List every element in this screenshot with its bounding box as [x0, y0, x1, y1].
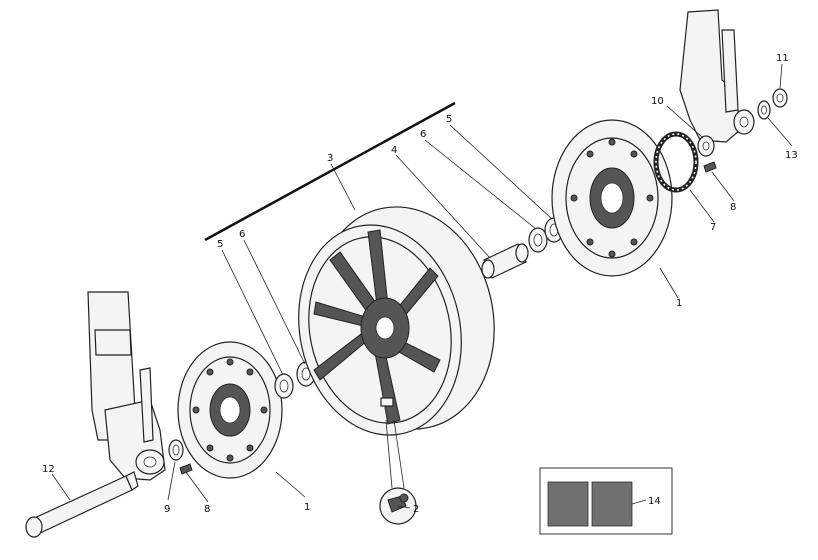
callout-labels: 1 1 2 3 4 5 5 6 6 7 8 8 9 10 11 12 13 14 [42, 53, 798, 515]
group-bracket-line [204, 101, 456, 242]
callout-8-left: 8 [204, 504, 210, 515]
callout-12: 12 [42, 464, 55, 475]
callout-5-left: 5 [217, 239, 223, 250]
callout-6-right: 6 [420, 129, 426, 140]
callout-6-left: 6 [239, 229, 245, 240]
right-clamp-screw [703, 161, 717, 173]
callout-3: 3 [327, 153, 333, 164]
front-axle [25, 471, 139, 538]
leader-lines [51, 63, 793, 509]
callout-1-left: 1 [304, 502, 310, 513]
callout-2: 2 [413, 504, 419, 515]
callout-1-right: 1 [676, 298, 682, 309]
callout-4: 4 [391, 145, 397, 156]
callout-10: 10 [651, 96, 664, 107]
callout-7: 7 [710, 222, 716, 233]
callout-13: 13 [785, 150, 798, 161]
wheel-rim [298, 206, 495, 436]
callout-8-right: 8 [730, 202, 736, 213]
callout-11: 11 [776, 53, 789, 64]
left-fork-leg [87, 291, 166, 481]
right-brake-disc [551, 119, 673, 277]
decal-sheet [539, 467, 673, 535]
callout-9: 9 [164, 504, 170, 515]
left-brake-disc [177, 341, 283, 479]
abs-phonic-wheel [653, 131, 699, 193]
callout-5-right: 5 [446, 114, 452, 125]
left-clamp-screw [179, 463, 193, 475]
right-fork-leg [679, 9, 755, 143]
valve-detail [379, 419, 417, 525]
axle-spacer-tube [481, 243, 529, 279]
callout-14: 14 [648, 496, 661, 507]
